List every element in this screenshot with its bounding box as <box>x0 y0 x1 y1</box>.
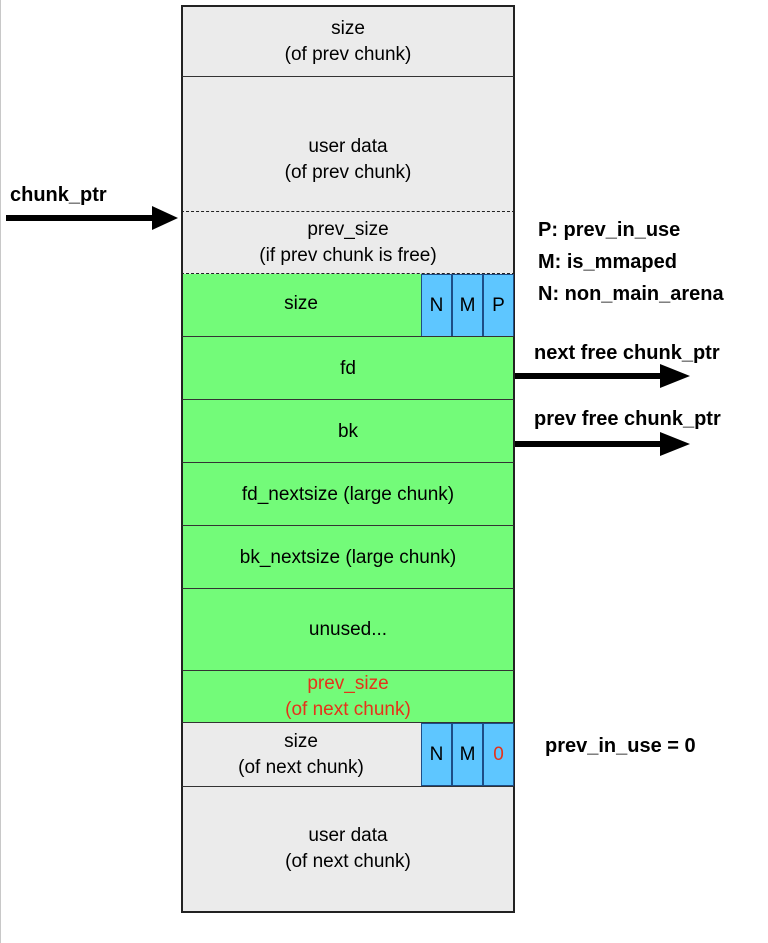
legend-p: P: prev_in_use <box>538 219 681 241</box>
block-next-size-label: size (of next chunk) <box>238 731 364 778</box>
block-next-user-data: user data (of next chunk) <box>181 786 515 913</box>
next-flag-prev-in-use: 0 <box>483 723 514 786</box>
prev-free-arrow <box>515 432 690 456</box>
block-fd-nextsize: fd_nextsize (large chunk) <box>181 462 515 526</box>
block-prev-user-data: user data (of prev chunk) <box>181 76 515 212</box>
next-free-arrow <box>515 364 690 388</box>
block-bk: bk <box>181 399 515 463</box>
block-unused: unused... <box>181 588 515 671</box>
prev-in-use-label: prev_in_use = 0 <box>545 735 696 757</box>
flag-p: P <box>483 274 514 337</box>
chunk-ptr-arrow <box>6 206 178 230</box>
next-flag-m: M <box>452 723 483 786</box>
block-next-prev-size: prev_size (of next chunk) <box>181 670 515 723</box>
legend-n: N: non_main_arena <box>538 283 724 305</box>
legend-m: M: is_mmaped <box>538 251 677 273</box>
block-prev-size: prev_size (if prev chunk is free) <box>181 211 515 274</box>
next-free-label: next free chunk_ptr <box>534 342 720 364</box>
page-edge <box>0 0 1 943</box>
block-size-label: size <box>284 293 318 314</box>
next-flag-n: N <box>421 723 452 786</box>
block-prev-chunk-size: size (of prev chunk) <box>181 5 515 76</box>
block-bk-nextsize: bk_nextsize (large chunk) <box>181 525 515 589</box>
prev-free-label: prev free chunk_ptr <box>534 408 721 430</box>
block-fd: fd <box>181 336 515 400</box>
flag-m: M <box>452 274 483 337</box>
chunk-ptr-label: chunk_ptr <box>10 184 107 206</box>
